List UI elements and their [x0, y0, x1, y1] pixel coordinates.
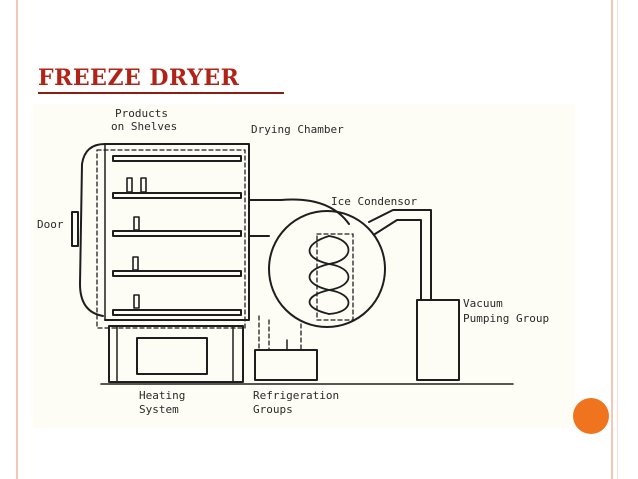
label-drying-chamber: Drying Chamber	[251, 123, 344, 136]
shelf-3	[112, 230, 242, 237]
heating-unit	[136, 337, 208, 375]
drying-chamber	[104, 143, 250, 321]
label-ice-condensor: Ice Condensor	[331, 195, 417, 208]
vacuum-pump	[416, 299, 460, 381]
label-products-line2: on Shelves	[111, 120, 177, 133]
title-underline	[38, 92, 284, 94]
vial	[126, 177, 133, 193]
slide-frame-right-inner	[617, 0, 618, 479]
ice-condenser	[268, 210, 386, 328]
condenser-inner-dashed	[316, 233, 354, 321]
refrigeration-group	[254, 349, 318, 381]
heating-system	[108, 325, 244, 383]
duct-top	[248, 198, 350, 225]
accent-dot	[573, 398, 609, 434]
label-refrigeration-line2: Groups	[253, 403, 293, 416]
label-products-line1: Products	[115, 107, 168, 120]
condenser-coil	[328, 235, 350, 315]
vial	[132, 256, 139, 271]
shelves	[112, 155, 242, 316]
vial	[133, 216, 140, 231]
shelf-5	[112, 309, 242, 316]
vacuum-line-inner	[374, 219, 422, 301]
label-heating-line2: System	[139, 403, 179, 416]
vial	[133, 294, 140, 309]
label-refrigeration-line1: Refrigeration	[253, 389, 339, 402]
slide-frame-right	[611, 0, 613, 479]
product-vials	[126, 177, 147, 309]
shelf-1	[112, 155, 242, 162]
heating-base-frame	[108, 325, 244, 383]
label-vacuum-line1: Vacuum	[463, 297, 503, 310]
shelf-4	[112, 270, 242, 277]
slide-frame-left	[16, 0, 18, 479]
door-outline	[79, 143, 106, 317]
label-vacuum-line2: Pumping Group	[463, 312, 549, 325]
diagram-svg: Products on Shelves Drying Chamber Ice C…	[37, 107, 549, 416]
freeze-dryer-diagram: Products on Shelves Drying Chamber Ice C…	[33, 104, 575, 428]
label-door: Door	[37, 218, 64, 231]
door-handle	[71, 211, 79, 247]
vial	[140, 177, 147, 193]
shelf-2	[112, 192, 242, 199]
vacuum-line-outer	[368, 209, 432, 301]
refrigeration-lines	[258, 315, 302, 351]
chamber-inner-dashed	[96, 149, 246, 329]
label-heating-line1: Heating	[139, 389, 185, 402]
slide-title: FREEZE DRYER	[38, 65, 240, 91]
